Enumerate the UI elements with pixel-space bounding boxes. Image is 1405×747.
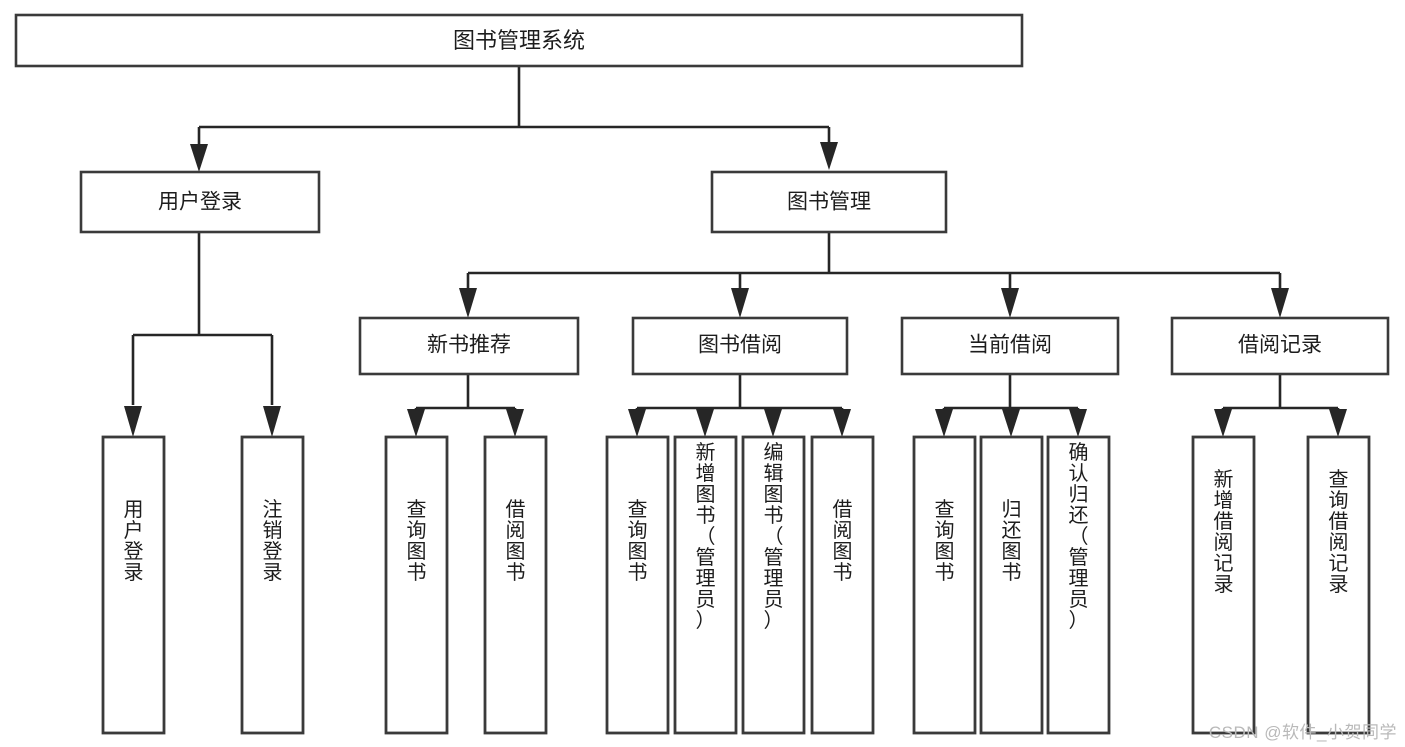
node-current-borrow-label: 当前借阅 xyxy=(968,334,1052,357)
arrow-leaf-confirm-return xyxy=(1069,409,1087,437)
node-book-borrow-label: 图书借阅 xyxy=(698,334,782,357)
arrow-leaf-query-book-3 xyxy=(935,409,953,437)
node-new-book-rec-box[interactable] xyxy=(358,316,580,376)
node-new-book-rec[interactable]: 新书推荐 xyxy=(358,316,580,376)
node-book-mgmt[interactable]: 图书管理 xyxy=(710,170,948,234)
node-borrow-record[interactable]: 借阅记录 xyxy=(1170,316,1390,376)
arrow-leaf-add-book xyxy=(696,409,714,437)
node-book-borrow-box[interactable] xyxy=(631,316,849,376)
arrow-leaf-borrow-book-2 xyxy=(833,409,851,437)
leaf-box-query-book-2[interactable] xyxy=(605,435,670,735)
node-root-label: 图书管理系统 xyxy=(453,28,585,53)
leaf-box-add-record[interactable] xyxy=(1191,435,1256,735)
csdn-watermark: CSDN @软件_小贺同学 xyxy=(1208,723,1397,742)
connector-group-new-book-rec xyxy=(407,374,524,437)
node-user-login-label: 用户登录 xyxy=(158,191,242,214)
leaf-box-user-login[interactable] xyxy=(101,435,166,735)
arrow-leaf-query-book-1 xyxy=(407,409,425,437)
connector-group-root xyxy=(190,66,838,172)
arrow-leaf-return-book xyxy=(1002,409,1020,437)
leaf-box-query-book-1[interactable] xyxy=(384,435,449,735)
arrow-leaf-query-book-2 xyxy=(628,409,646,437)
arrow-to-book-borrow xyxy=(731,288,749,318)
node-book-mgmt-box[interactable] xyxy=(710,170,948,234)
node-current-borrow[interactable]: 当前借阅 xyxy=(900,316,1120,376)
arrow-leaf-user-login xyxy=(124,406,142,437)
arrow-root-to-user-login xyxy=(190,144,208,172)
arrow-root-to-book-mgmt xyxy=(820,142,838,170)
node-borrow-record-box[interactable] xyxy=(1170,316,1390,376)
node-book-mgmt-label: 图书管理 xyxy=(787,191,871,214)
leaf-box-add-book[interactable] xyxy=(673,435,738,735)
arrow-to-new-book-rec xyxy=(459,288,477,318)
leaf-box-borrow-book-1[interactable] xyxy=(483,435,548,735)
node-borrow-record-label: 借阅记录 xyxy=(1238,334,1322,357)
arrow-leaf-query-record xyxy=(1329,409,1347,437)
node-book-borrow[interactable]: 图书借阅 xyxy=(631,316,849,376)
leaf-box-return-book[interactable] xyxy=(979,435,1044,735)
arrow-to-current-borrow xyxy=(1001,288,1019,318)
arrow-leaf-edit-book xyxy=(764,409,782,437)
node-root[interactable]: 图书管理系统 xyxy=(14,13,1024,68)
leaf-box-logout[interactable] xyxy=(240,435,305,735)
connector-group-current-borrow xyxy=(935,374,1087,437)
node-user-login[interactable]: 用户登录 xyxy=(79,170,321,234)
leaf-box-confirm-return[interactable] xyxy=(1046,435,1111,735)
connector-group-user-login xyxy=(124,233,281,437)
node-current-borrow-box[interactable] xyxy=(900,316,1120,376)
arrow-leaf-add-record xyxy=(1214,409,1232,437)
arrow-to-borrow-record xyxy=(1271,288,1289,318)
node-new-book-rec-label: 新书推荐 xyxy=(427,334,511,357)
arrow-leaf-logout xyxy=(263,406,281,437)
node-user-login-box[interactable] xyxy=(79,170,321,234)
node-root-box[interactable] xyxy=(14,13,1024,68)
arrow-leaf-borrow-book-1 xyxy=(506,409,524,437)
leaf-box-query-book-3[interactable] xyxy=(912,435,977,735)
connector-group-book-borrow xyxy=(628,374,851,437)
connector-group-borrow-record xyxy=(1214,374,1347,437)
connector-group-book-mgmt xyxy=(459,233,1289,318)
leaf-box-query-record[interactable] xyxy=(1306,435,1371,735)
leaf-box-edit-book[interactable] xyxy=(741,435,806,735)
leaf-box-borrow-book-2[interactable] xyxy=(810,435,875,735)
